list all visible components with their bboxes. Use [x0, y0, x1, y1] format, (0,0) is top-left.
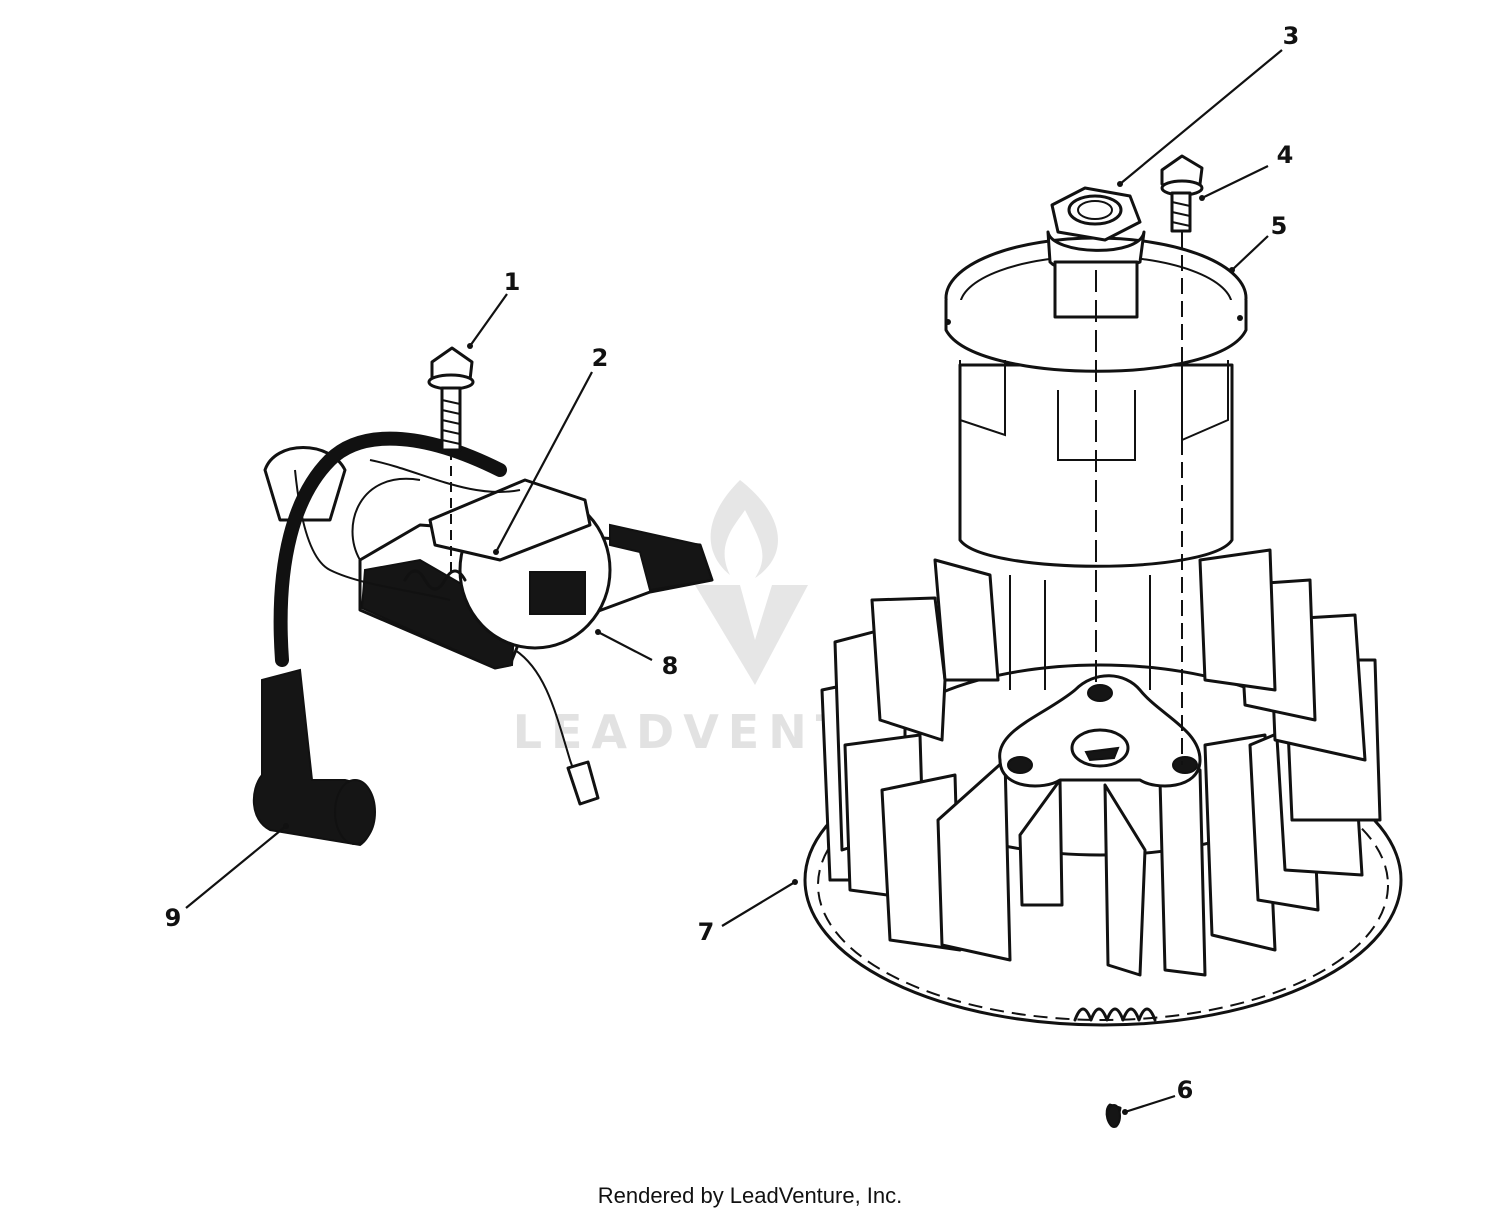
- callout-2: 2: [592, 344, 609, 372]
- flywheel: [803, 548, 1403, 1027]
- coil-right-shoe: [609, 523, 714, 592]
- callout-8: 8: [662, 652, 679, 680]
- coil-terminal-block: [529, 571, 586, 615]
- leader-lines: [185, 49, 1283, 1115]
- flywheel-fin: [936, 758, 1012, 962]
- flywheel-fin: [1018, 778, 1064, 907]
- coil-spring-clip: [403, 569, 467, 591]
- coil-upper-block: [428, 478, 592, 562]
- coil-left-shoe: [360, 558, 517, 670]
- callout-6: 6: [1177, 1076, 1194, 1104]
- flywheel-key: [1105, 1103, 1122, 1128]
- primary-wire-connector: [566, 760, 600, 806]
- starter-cup-bolt: [1160, 154, 1204, 765]
- callout-4: 4: [1277, 141, 1294, 169]
- flywheel-fin: [933, 558, 1000, 682]
- flywheel-fin: [1158, 768, 1207, 977]
- callout-3: 3: [1283, 22, 1300, 50]
- watermark-flame-icon: [710, 480, 778, 578]
- callout-1: 1: [504, 268, 521, 296]
- flywheel-fin: [1103, 783, 1147, 977]
- flywheel-nut: [1046, 186, 1146, 690]
- callout-5: 5: [1271, 212, 1288, 240]
- flywheel-key-spring: [1073, 1007, 1157, 1022]
- coil-mounting-screw: [427, 346, 475, 575]
- watermark-v-logo-icon: [695, 585, 808, 685]
- callout-9: 9: [165, 904, 182, 932]
- ignition-coil-assembly: [252, 431, 714, 847]
- high-tension-lead: [273, 431, 507, 667]
- ground-wire-loop: [351, 477, 421, 561]
- flywheel-fin: [870, 596, 947, 742]
- footer-credit: Rendered by LeadVenture, Inc.: [597, 1183, 903, 1208]
- callout-7: 7: [698, 918, 715, 946]
- flywheel-fin: [1198, 548, 1277, 692]
